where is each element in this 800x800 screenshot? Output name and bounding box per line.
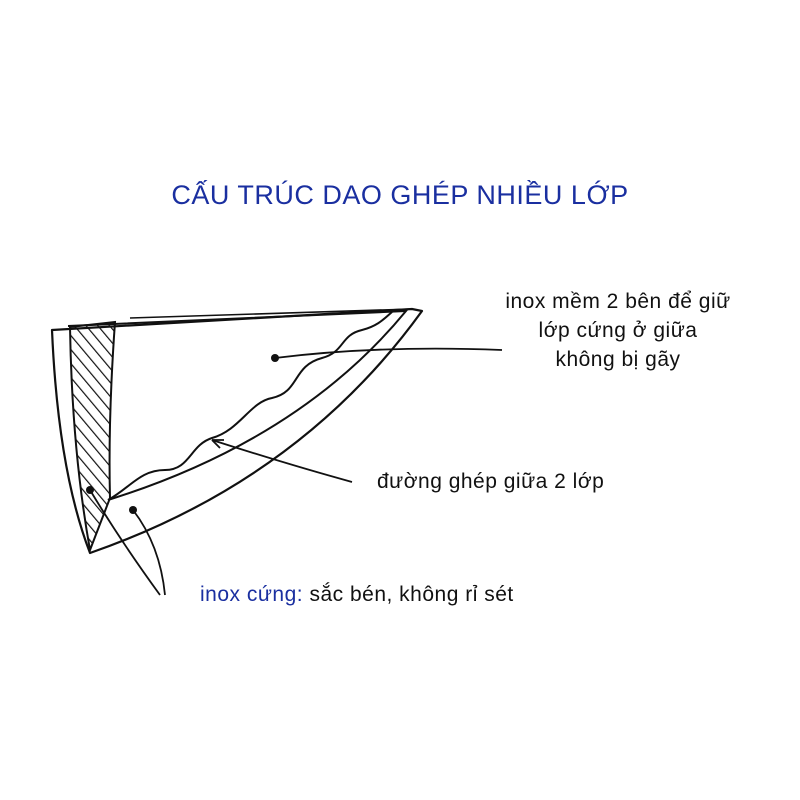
- blade-inner-outline: [67, 309, 409, 501]
- soft-steel-leader: [274, 347, 503, 359]
- hard-steel-description: sắc bén, không rỉ sét: [303, 583, 514, 606]
- soft-steel-line-3: không bị gãy: [555, 348, 681, 371]
- seam-wave-line: [107, 311, 393, 501]
- hard-steel-core: [68, 320, 117, 554]
- soft-steel-line-1: inox mềm 2 bên để giữ: [505, 290, 731, 313]
- blade-outline: [50, 307, 424, 555]
- diagram-title: CẤU TRÚC DAO GHÉP NHIỀU LỚP: [171, 180, 629, 210]
- seam-callout: đường ghép giữa 2 lớp: [377, 470, 605, 493]
- hard-steel-callout: inox cứng: sắc bén, không rỉ sét: [200, 580, 514, 609]
- soft-steel-line-2: lớp cứng ở giữa: [538, 319, 698, 342]
- seam-leader: [211, 439, 353, 483]
- spine-line: [129, 308, 413, 319]
- soft-steel-callout: inox mềm 2 bên để giữ lớp cứng ở giữa kh…: [468, 287, 768, 374]
- hard-steel-leader-1: [89, 489, 161, 596]
- hard-steel-leader-2: [132, 509, 166, 596]
- hard-steel-term: inox cứng:: [200, 583, 304, 606]
- seam-arrowhead: [211, 439, 224, 449]
